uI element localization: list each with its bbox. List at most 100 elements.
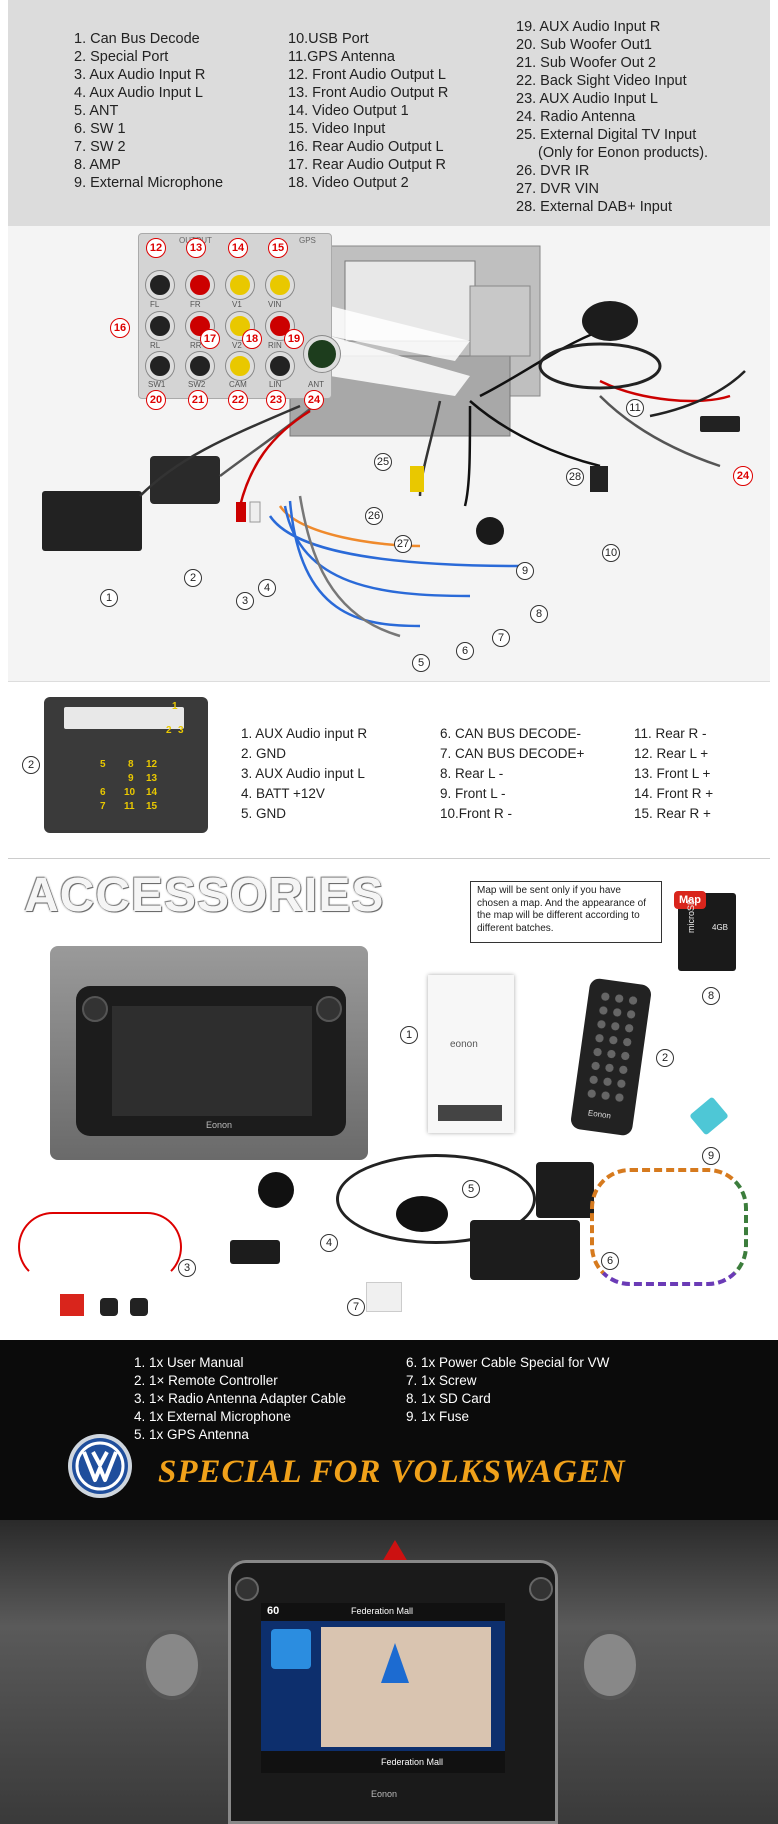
package-item: 8. 1x SD Card	[406, 1391, 491, 1406]
street-name-top: Federation Mall	[351, 1606, 414, 1616]
pin-label: 6	[100, 787, 106, 798]
pin-label: 7	[100, 801, 106, 812]
chassis-side	[469, 285, 531, 357]
jack-label: V1	[232, 300, 242, 309]
callout-17: 17	[200, 329, 220, 349]
callout-2: 2	[184, 569, 202, 587]
pin-label: 1	[172, 701, 178, 712]
rca-plug-yellow	[410, 466, 424, 492]
vent-right	[580, 1630, 640, 1700]
pinout-item: 2. GND	[241, 746, 287, 761]
callout-acc-1: 1	[400, 1026, 418, 1044]
pin-label: 11	[124, 801, 135, 812]
remote-buttons	[584, 988, 641, 1104]
connector-callout: 2	[22, 756, 40, 774]
legend-column-3: 19. AUX Audio Input R 20. Sub Woofer Out…	[516, 18, 708, 216]
wire	[463, 405, 472, 507]
wire	[599, 379, 731, 403]
gps-cable-coil	[538, 342, 662, 390]
jack-sw2	[186, 352, 214, 380]
wire	[288, 500, 421, 628]
callout-8: 8	[530, 605, 548, 623]
wire	[139, 404, 301, 497]
jack-label: V2	[232, 341, 242, 350]
callout-acc-3: 3	[178, 1259, 196, 1277]
gps-label: GPS	[299, 236, 316, 245]
fuse-holder-red	[60, 1294, 84, 1316]
special-headline: SPECIAL FOR VOLKSWAGEN	[158, 1454, 626, 1490]
package-item: 6. 1x Power Cable Special for VW	[406, 1355, 610, 1370]
callout-leader	[330, 306, 470, 361]
pinout-item: 4. BATT +12V	[241, 786, 325, 801]
jack-label: RL	[150, 341, 161, 350]
head-unit-brand: Eonon	[206, 1120, 233, 1130]
pin-label: 5	[100, 759, 106, 770]
legend-item: (Only for Eonon products).	[538, 145, 709, 161]
callout-acc-2: 2	[656, 1049, 674, 1067]
navigation-screen: 60 Federation Mall Federation Mall	[261, 1603, 505, 1773]
pin-label: 10	[124, 787, 136, 798]
pinout-item: 15. Rear R +	[634, 806, 711, 821]
wire	[599, 395, 721, 468]
jack-label: FR	[190, 300, 201, 309]
legend-item: 28. External DAB+ Input	[516, 199, 672, 215]
package-item: 2. 1× Remote Controller	[134, 1373, 278, 1388]
screw-cap	[100, 1298, 118, 1316]
volume-knob-icon	[82, 996, 108, 1022]
legend-item: 18. Video Output 2	[288, 175, 409, 191]
pinout-column-2: 6. CAN BUS DECODE- 7. CAN BUS DECODE+ 8.…	[440, 724, 584, 824]
legend-item: 27. DVR VIN	[516, 181, 599, 197]
callout-acc-8: 8	[702, 987, 720, 1005]
antenna-adapter	[700, 416, 740, 432]
wire	[219, 400, 321, 478]
package-item: 7. 1x Screw	[406, 1373, 477, 1388]
jack-label: SW2	[188, 380, 206, 389]
connector-plug: 1 2 3 5 6 7 8 9 10 11 12 13 14 15	[44, 697, 208, 833]
jack-label: ANT	[308, 380, 324, 389]
accessories-title: ACCESSORIES	[24, 869, 385, 922]
pinout-item: 1. AUX Audio input R	[241, 726, 368, 741]
tune-knob-icon	[529, 1577, 553, 1601]
jack-label: RR	[190, 341, 202, 350]
vent-left	[142, 1630, 202, 1700]
callout-6: 6	[456, 642, 474, 660]
nav-top-bar	[261, 1603, 505, 1621]
callout-13: 13	[186, 238, 206, 258]
external-microphone	[258, 1172, 294, 1208]
callout-acc-4: 4	[320, 1234, 338, 1252]
legend-item: 26. DVR IR	[516, 163, 590, 179]
jack-label: CAM	[229, 380, 247, 389]
callout-18: 18	[242, 329, 262, 349]
legend-item: 15. Video Input	[288, 121, 386, 137]
can-bus-box	[470, 1220, 580, 1280]
legend-item: 22. Back Sight Video Input	[516, 73, 687, 89]
volume-knob-icon	[235, 1577, 259, 1601]
head-unit-screen	[112, 1006, 312, 1116]
legend-item: 24. Radio Antenna	[516, 109, 636, 125]
pinout-item: 12. Rear L +	[634, 746, 709, 761]
package-item: 9. 1x Fuse	[406, 1409, 470, 1424]
pin-label: 15	[146, 801, 158, 812]
legend-item: 23. AUX Audio Input L	[516, 91, 658, 107]
map-card-label: Map	[674, 891, 706, 909]
pin-label: 8	[128, 759, 134, 770]
legend-item: 11.GPS Antenna	[288, 49, 395, 65]
pinout-item: 14. Front R +	[634, 786, 714, 801]
callout-acc-9: 9	[702, 1147, 720, 1165]
package-item: 3. 1× Radio Antenna Adapter Cable	[134, 1391, 347, 1406]
wiring-illustration	[42, 245, 746, 638]
package-item: 5. 1x GPS Antenna	[134, 1427, 249, 1442]
legend-item: 17. Rear Audio Output R	[288, 157, 446, 173]
callout-4: 4	[258, 579, 276, 597]
pinout-item: 13. Front L +	[634, 766, 711, 781]
legend-item: 12. Front Audio Output L	[288, 67, 446, 83]
pinout-column-3: 11. Rear R - 12. Rear L + 13. Front L + …	[634, 724, 713, 824]
pin-label: 9	[128, 773, 134, 784]
jack-rr	[186, 312, 214, 340]
usb-plug	[590, 466, 608, 492]
pinout-item: 11. Rear R -	[634, 726, 707, 741]
package-list-column-1: 1. 1x User Manual 2. 1× Remote Controlle…	[134, 1354, 346, 1444]
screw-cap	[130, 1298, 148, 1316]
antenna-adapter-wire	[18, 1212, 182, 1282]
manual-photo	[438, 1105, 502, 1121]
